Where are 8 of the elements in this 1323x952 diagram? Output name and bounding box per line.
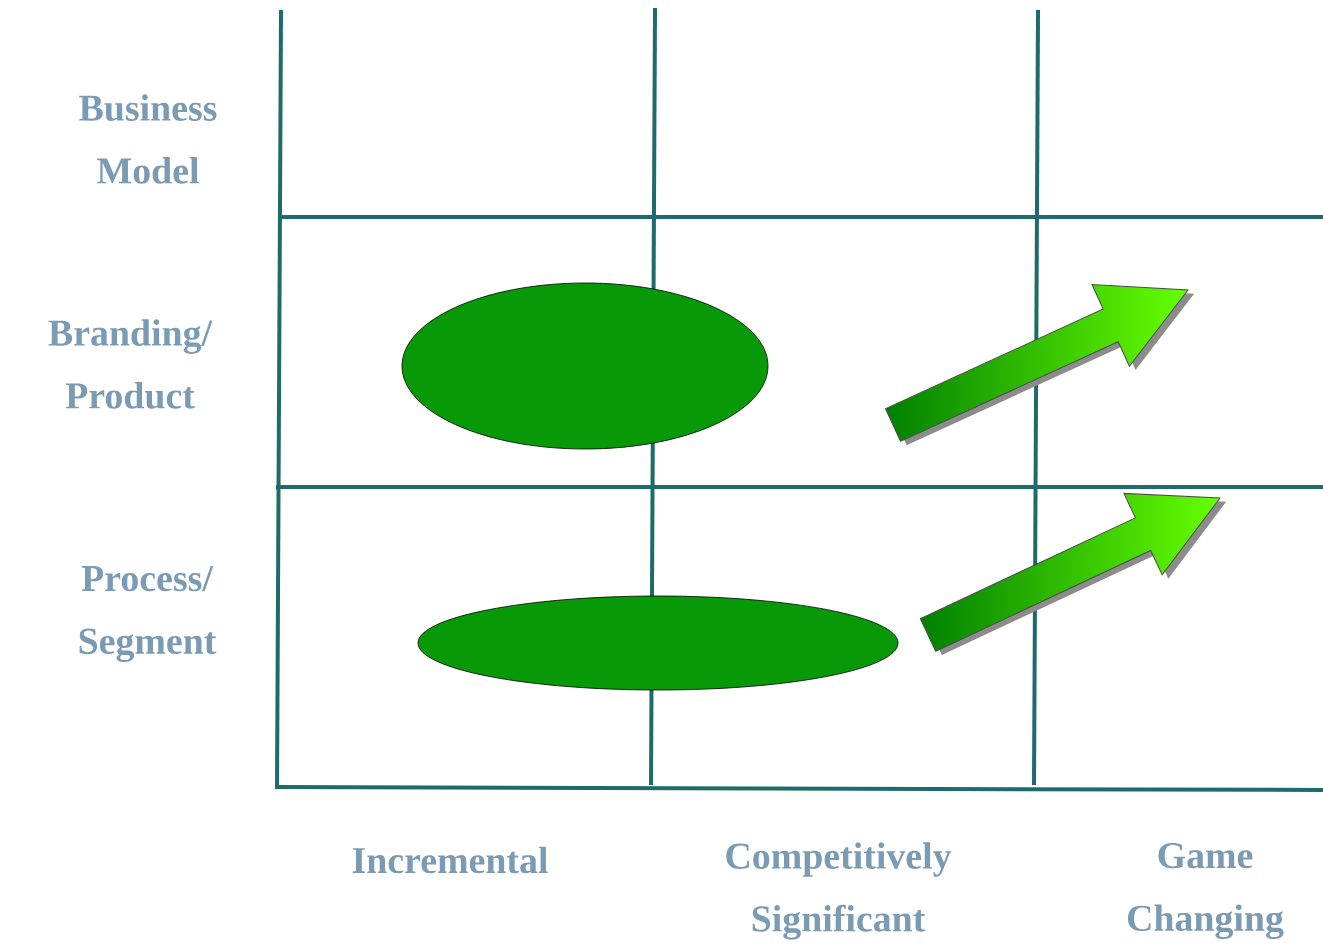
oval — [401, 282, 769, 450]
axis-label: Branding/ Product — [48, 319, 213, 409]
oval — [417, 595, 899, 691]
axis-label: Business Model — [79, 94, 217, 184]
axis-label: Competitively Significant — [726, 842, 952, 940]
axis-label: Game Changing — [1127, 842, 1284, 940]
axis-label: Process/ Segment — [79, 566, 217, 663]
axis-label: Incremental — [352, 846, 548, 874]
